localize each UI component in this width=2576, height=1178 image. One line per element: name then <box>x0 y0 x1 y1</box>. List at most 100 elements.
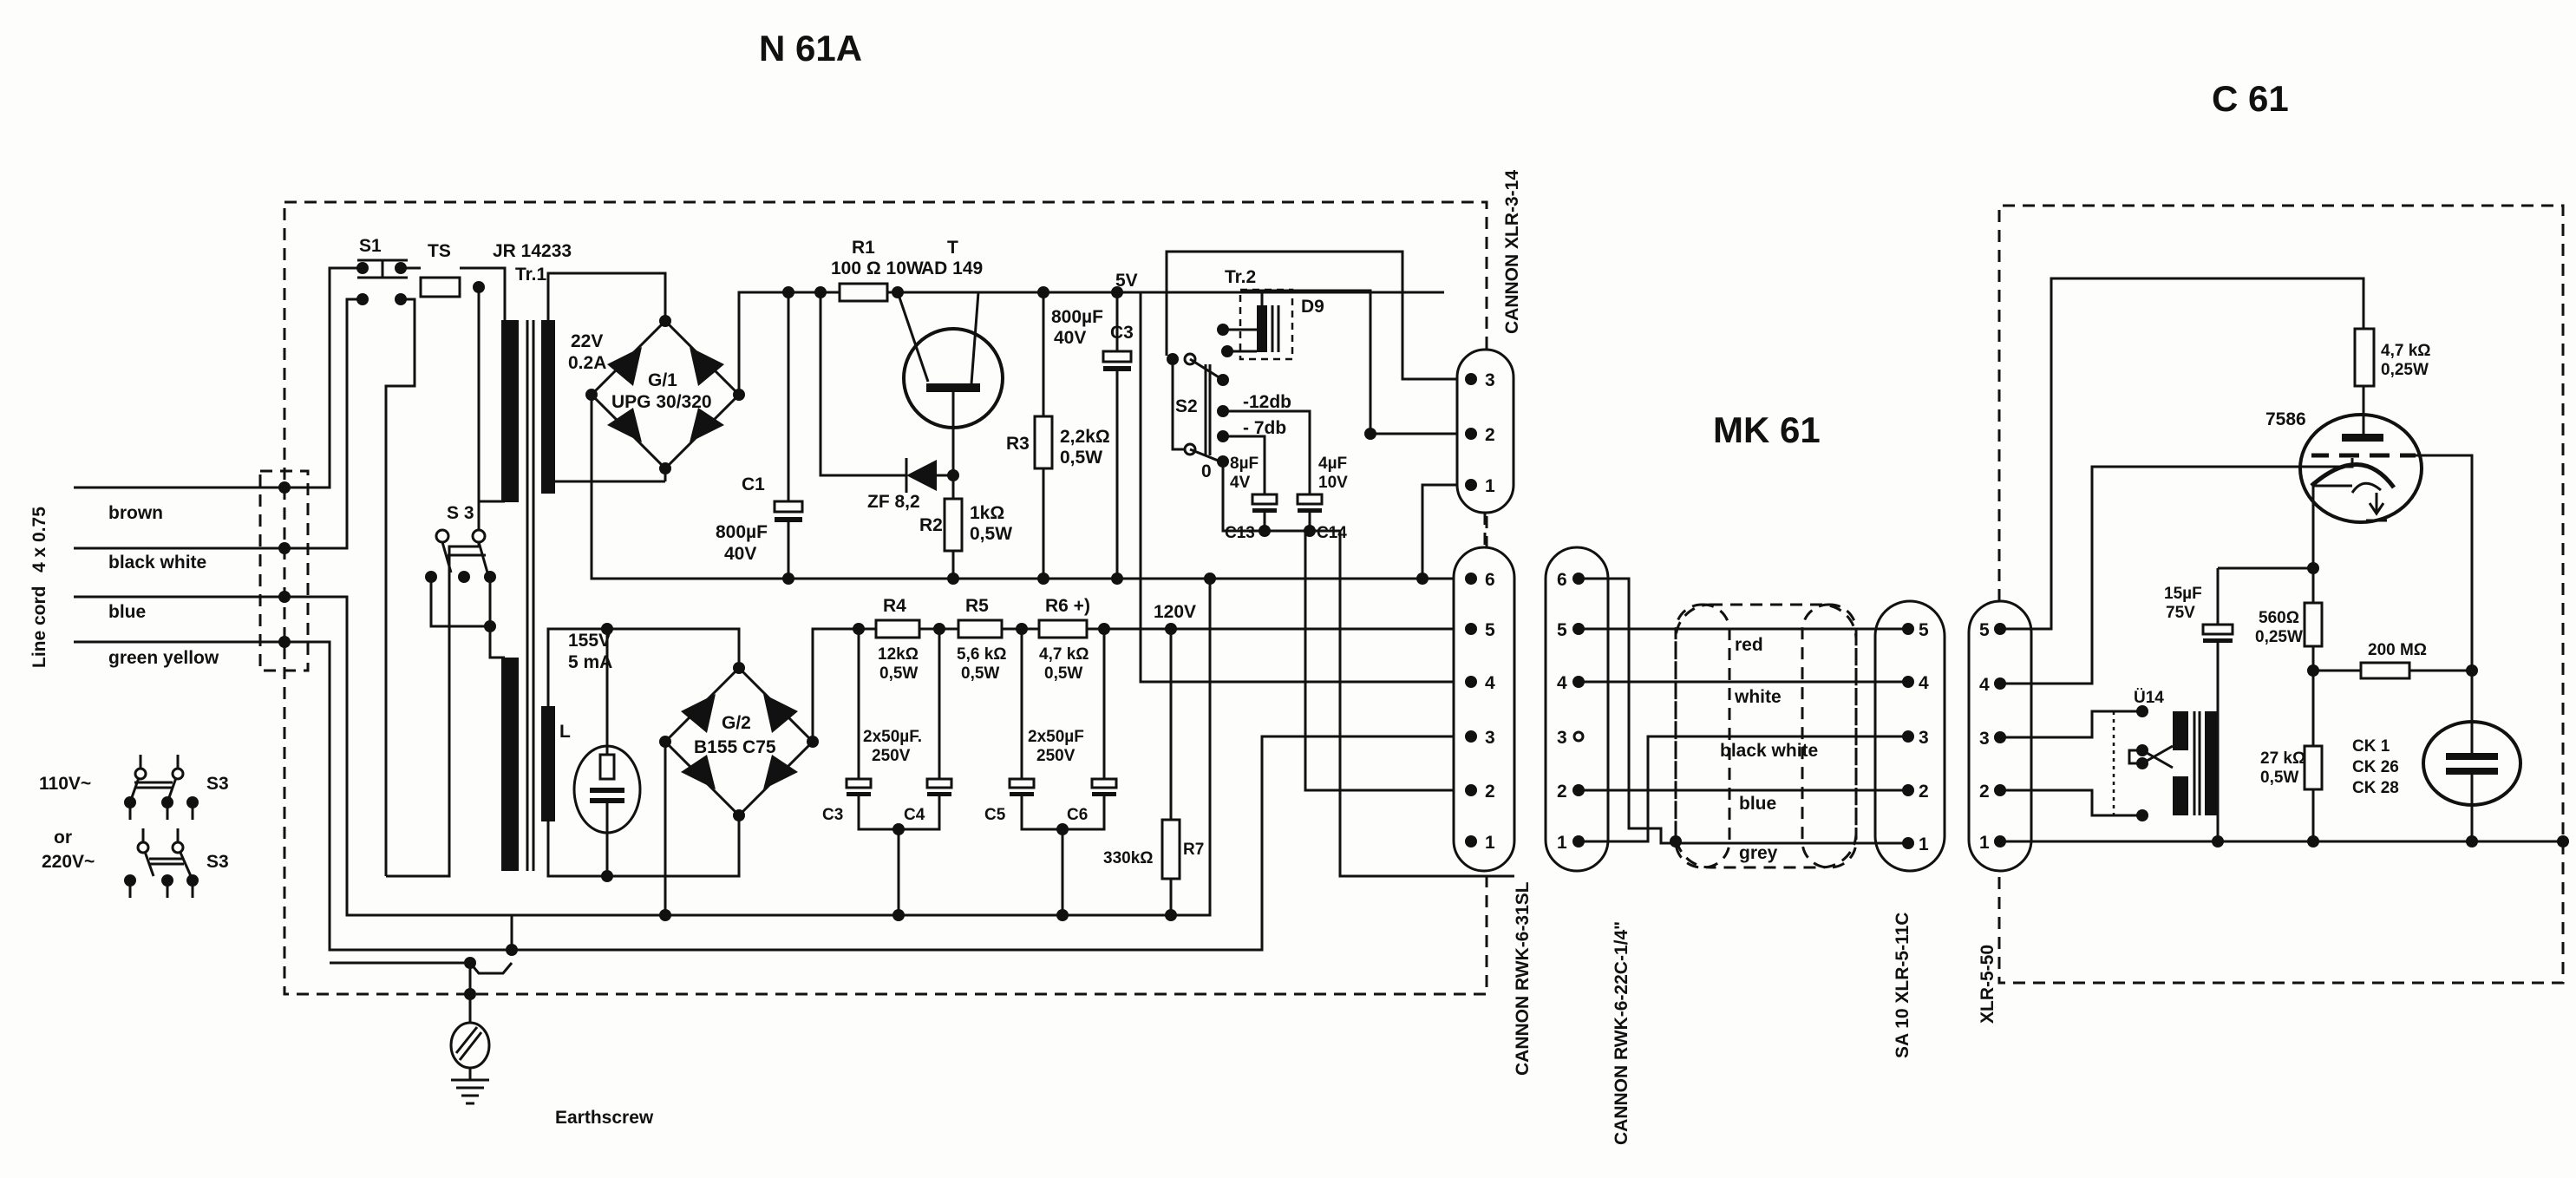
connector-label: XLR-5-50 <box>1978 945 1997 1024</box>
capacitor-c3-filter <box>1102 292 1133 579</box>
label-r1: R1 <box>852 238 875 258</box>
resistor-200m <box>2359 661 2411 680</box>
wire-or-shape <box>468 915 513 1025</box>
thermal-fuse-ts <box>419 276 461 298</box>
junction-dot <box>659 909 671 921</box>
wire-label-brown: brown <box>108 503 163 523</box>
pin-label: 5 <box>1485 620 1495 640</box>
label-r5: R5 <box>965 596 989 616</box>
wire-or-shape <box>1298 508 1322 513</box>
connector-label: CANNON RWK-6-31SL <box>1513 881 1533 1076</box>
label-g1-type: UPG 30/320 <box>611 392 712 412</box>
wire-or-shape <box>763 694 798 733</box>
label-s1: S1 <box>359 236 382 256</box>
wire-or-shape <box>128 755 194 820</box>
filter-capacitors-c3-c6 <box>845 629 1118 921</box>
pin-label: 2 <box>1485 782 1495 802</box>
connector-rwk-6-22c: 6 5 4 3 2 1 CANNON RWK-6-22C-1/4" <box>1544 546 1631 1145</box>
label-lamp: L <box>559 722 571 742</box>
wire-or-shape <box>590 291 1444 580</box>
pin-label: 5 <box>1919 620 1929 640</box>
junction-dot <box>1204 573 1216 585</box>
junction-dot <box>1037 573 1049 585</box>
wire-or-shape <box>763 755 798 789</box>
pin-label: 5 <box>1979 620 1990 640</box>
label-d9: D9 <box>1301 297 1324 317</box>
junction-dot <box>1259 525 1271 537</box>
junction-dot <box>1902 837 1914 849</box>
label-or: or <box>54 828 72 848</box>
wire-or-shape <box>2205 711 2219 815</box>
wire-label-blue: blue <box>108 602 146 622</box>
label-c14: C14 <box>1317 524 1347 542</box>
label-cap-voltage: 75V <box>2166 604 2195 622</box>
junction-dot <box>733 809 745 821</box>
wire-or-shape <box>2128 744 2174 769</box>
pin-label: 2 <box>1979 782 1990 802</box>
label-110v: 110V~ <box>39 774 91 794</box>
wire-or-shape <box>607 408 642 442</box>
resistor-r7 <box>1161 818 1181 880</box>
label-s2-7db: - 7db <box>1243 418 1286 438</box>
wire-or-shape <box>819 291 930 477</box>
label-c5-c6-voltage: 250V <box>1036 747 1076 765</box>
junction-dot <box>947 573 959 585</box>
junction-dot <box>892 823 905 835</box>
wire-or-shape <box>1008 777 1036 789</box>
pin-label: 3 <box>1485 370 1495 390</box>
label-r3: R3 <box>1006 434 1030 454</box>
title-c61: C 61 <box>2212 78 2289 119</box>
label-c3-c4-value: 2x50µF. <box>863 728 922 746</box>
wire-or-shape <box>74 640 512 952</box>
label-tr1-type: JR 14233 <box>493 241 572 261</box>
label-c13-value: 8µF <box>1230 455 1259 473</box>
wire-or-shape <box>590 798 624 803</box>
capsule <box>2422 671 2522 841</box>
bridge-rectifier-g2 <box>659 662 819 821</box>
pin-label: 1 <box>1485 476 1495 496</box>
wire-or-shape <box>74 266 357 489</box>
wire-or-shape <box>690 408 724 442</box>
connector-label: SA 10 XLR-5-11C <box>1893 913 1912 1058</box>
junction-dot <box>892 909 905 921</box>
wire-or-shape <box>128 828 194 898</box>
junction-dot <box>1465 428 1477 440</box>
wire-or-shape <box>458 1031 483 1061</box>
label-s3: S 3 <box>447 503 474 523</box>
title-mk61: MK 61 <box>1713 409 1821 450</box>
wire-or-shape <box>1544 546 1610 873</box>
label-g2-type: B155 C75 <box>694 737 776 757</box>
label-c5: C5 <box>984 806 1006 824</box>
junction-dot <box>1056 909 1069 921</box>
wire-or-shape <box>2173 711 2188 750</box>
wire-or-shape <box>136 841 150 854</box>
label-earthscrew: Earthscrew <box>555 1108 654 1128</box>
label-u14: Ü14 <box>2134 689 2164 707</box>
cable-wire-red: red <box>1735 635 1763 655</box>
wire-or-shape <box>2201 623 2234 636</box>
wire-or-shape <box>1251 493 1278 506</box>
label-c4: C4 <box>904 806 925 824</box>
wire-or-shape <box>384 298 416 876</box>
label-r6: R6 +) <box>1045 596 1090 616</box>
label-c14-value: 4µF <box>1318 455 1347 473</box>
wire-or-shape <box>951 291 980 475</box>
label-r4-value: 12kΩ <box>878 645 919 664</box>
junction-dot <box>1902 676 1914 688</box>
wire-or-shape <box>1579 577 1908 845</box>
label-c13-voltage: 4V <box>1230 474 1251 492</box>
label-r3-watts: 0,5W <box>1060 448 1102 468</box>
wire-or-shape <box>2310 462 2396 489</box>
wire-or-shape <box>451 1068 489 1105</box>
resistor-r1 <box>838 282 889 303</box>
label-capsule-ck28: CK 28 <box>2352 779 2399 797</box>
junction-dot <box>659 315 671 327</box>
label-5v: 5V <box>1115 271 1138 291</box>
wire-or-shape <box>429 500 505 659</box>
wire-or-shape <box>1304 531 1457 792</box>
label-c14-voltage: 10V <box>1318 474 1348 492</box>
zener-diode-zf <box>905 458 953 493</box>
resistor-r3 <box>1033 415 1054 470</box>
label-r4-watts: 0,5W <box>879 664 918 683</box>
